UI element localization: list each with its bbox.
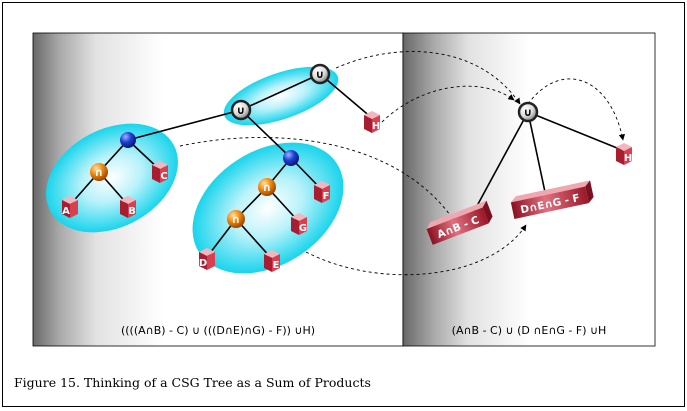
primitive-e: E [264,250,280,272]
left-expression: ((((A∩B) - C) ∪ (((D∩E)∩G) - F)) ∪H) [121,324,315,337]
product-bar-1: A∩B - C [426,200,493,245]
svg-text:B: B [128,206,136,217]
svg-text:G: G [299,223,307,234]
union-group-ellipse [223,66,339,126]
primitive-h: H [364,111,380,133]
union-node-inner: ∪ [230,99,252,121]
svg-text:∩: ∩ [232,213,241,226]
svg-text:C: C [160,171,167,182]
primitive-b: B [120,196,136,218]
svg-text:∪: ∪ [524,106,533,119]
primitive-d: D [199,248,215,270]
svg-text:A: A [62,206,70,217]
primitive-c: C [152,161,168,183]
difference-node-2 [283,150,299,166]
rearrangement-arrows [179,51,625,276]
svg-text:∩: ∩ [263,181,272,194]
svg-text:∪: ∪ [316,68,325,81]
arrow-h-to-root [381,85,515,123]
product-group-ellipse-1 [46,123,178,233]
svg-text:F: F [323,191,330,202]
arrow-root-to-root [335,51,521,105]
intersection-node-deg: ∩ [258,178,276,196]
union-node-root: ∪ [309,63,331,85]
right-expression: (A∩B - C) ∪ (D ∩E∩G - F) ∪H [452,324,607,337]
svg-text:E: E [273,260,280,271]
arrow-product-2 [305,224,527,276]
difference-node-1 [120,132,136,148]
primitive-h-right: H [616,143,632,165]
svg-text:∩: ∩ [95,166,104,179]
right-panel [402,32,656,347]
svg-text:H: H [372,121,380,132]
product-group-ellipse-2 [192,142,344,274]
figure-caption: Figure 15. Thinking of a CSG Tree as a S… [14,375,371,390]
arrow-root-to-h [527,78,625,141]
primitive-g: G [291,213,307,235]
arrow-product-1 [179,137,456,223]
intersection-node-de: ∩ [227,210,245,228]
primitive-f: F [314,181,330,203]
svg-text:D: D [199,258,207,269]
svg-text:H: H [624,153,632,164]
svg-text:∪: ∪ [237,104,246,117]
union-node-sum: ∪ [517,101,539,123]
primitive-a: A [62,196,78,218]
intersection-node-ab: ∩ [90,163,108,181]
